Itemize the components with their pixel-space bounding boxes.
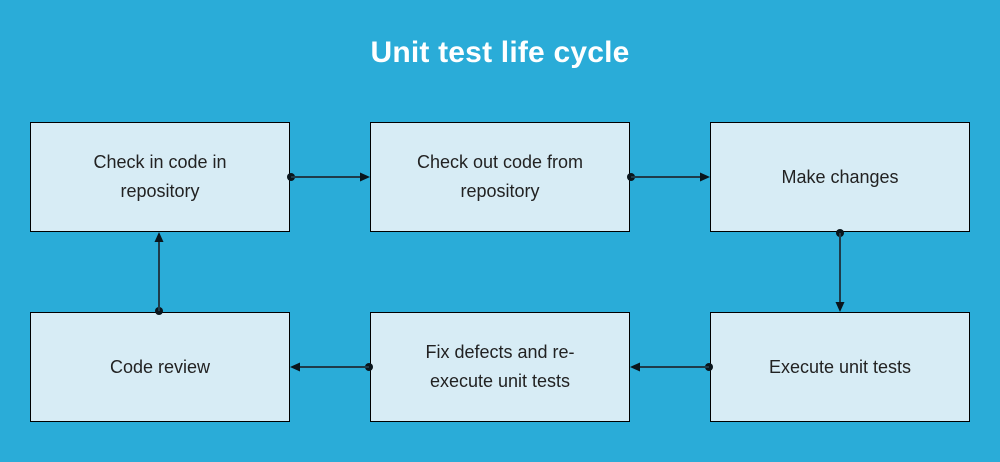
node-fix-defects-label: Fix defects and re- execute unit tests bbox=[425, 342, 575, 391]
arrow-check-out-to-make-changes bbox=[627, 172, 710, 182]
node-make-changes-label: Make changes bbox=[781, 166, 899, 187]
diagram-title: Unit test life cycle bbox=[370, 36, 630, 69]
node-execute-unit-tests-label: Execute unit tests bbox=[768, 356, 912, 377]
arrow-make-changes-to-execute-unit-tests bbox=[835, 229, 845, 312]
node-code-review: Code review bbox=[30, 312, 290, 422]
node-check-out-code: Check out code from repository bbox=[370, 122, 630, 232]
node-make-changes: Make changes bbox=[710, 122, 970, 232]
arrow-fix-defects-to-code-review bbox=[290, 362, 373, 372]
arrow-code-review-to-check-in bbox=[154, 232, 164, 315]
arrow-check-in-to-check-out bbox=[287, 172, 370, 182]
node-check-out-code-label: Check out code from repository bbox=[416, 152, 584, 201]
node-code-review-label: Code review bbox=[109, 356, 211, 377]
node-check-in-code: Check in code in repository bbox=[30, 122, 290, 232]
arrow-execute-unit-tests-to-fix-defects bbox=[630, 362, 713, 372]
node-execute-unit-tests: Execute unit tests bbox=[710, 312, 970, 422]
node-fix-defects: Fix defects and re- execute unit tests bbox=[370, 312, 630, 422]
node-check-in-code-label: Check in code in repository bbox=[93, 152, 227, 201]
